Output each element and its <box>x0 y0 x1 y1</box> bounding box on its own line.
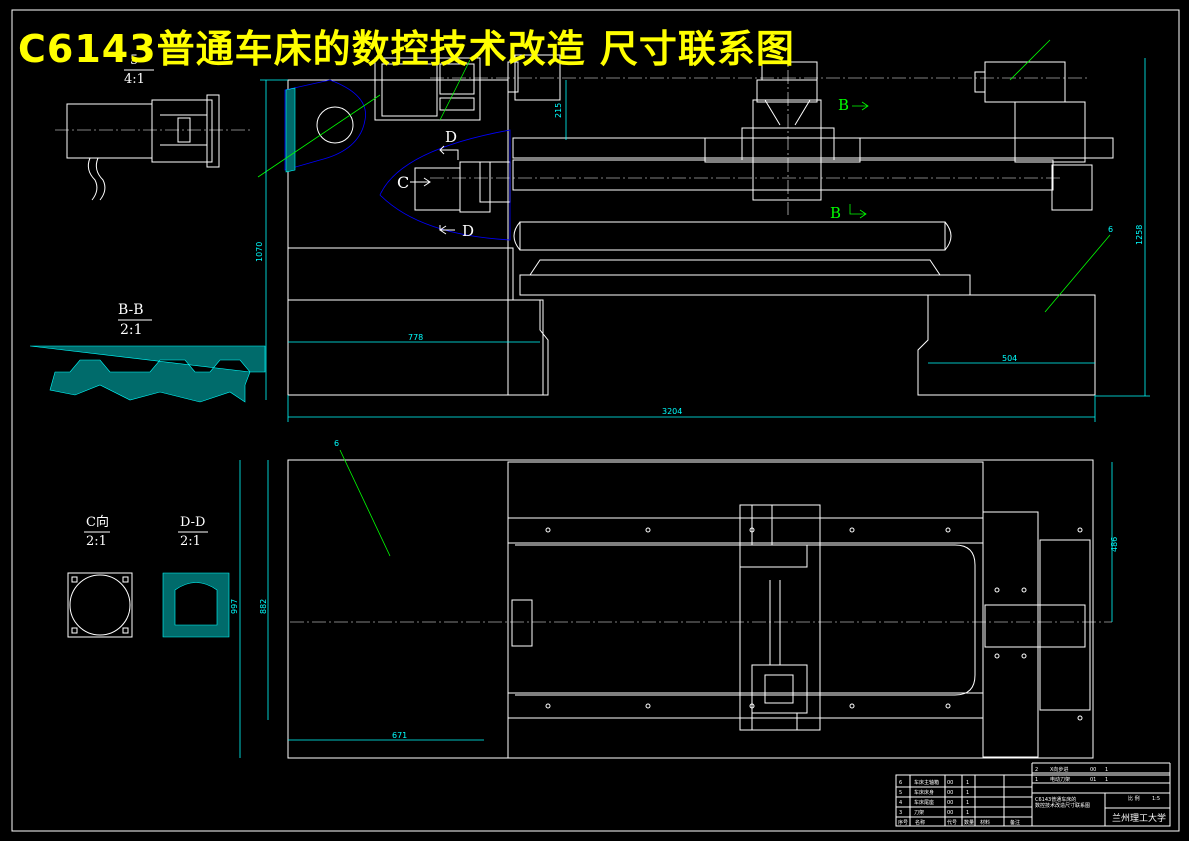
marker-b-top: B <box>838 96 849 114</box>
c-view-scale: 2:1 <box>86 534 107 549</box>
bb-section-label: B-B <box>118 302 144 318</box>
tb-scale-value: 1:5 <box>1152 796 1160 802</box>
part-6-label-front: 6 <box>1108 225 1113 234</box>
tb-header-mat: 材料 <box>980 819 990 826</box>
marker-d-bottom: D <box>462 222 474 240</box>
tb-header-code: 代号 <box>947 819 957 826</box>
tb-right-row-cell: X向步进 <box>1050 766 1068 773</box>
front-dimensions: 215 1070 778 504 1258 3204 <box>255 58 1150 422</box>
bb-section-shape <box>29 345 266 403</box>
tb-school: 兰州理工大学 <box>1112 812 1166 824</box>
tb-row-cell: 1 <box>966 800 969 806</box>
dim-778: 778 <box>408 333 423 342</box>
plan-bolt-holes <box>545 527 1083 721</box>
tb-row-cell: 00 <box>947 790 953 796</box>
marker-b-bottom: B <box>830 204 841 222</box>
marker-d-top: D <box>445 128 457 146</box>
tb-row-cell: 4 <box>899 800 902 806</box>
c-view-label: C向 <box>86 514 109 530</box>
tb-right-row-cell: 1 <box>1035 777 1038 783</box>
dim-215: 215 <box>554 103 563 118</box>
dim-997: 997 <box>230 599 239 614</box>
tb-row-cell: 5 <box>899 790 902 796</box>
dim-671: 671 <box>392 731 407 740</box>
drawing-frame <box>11 9 1180 832</box>
tb-row-cell: 1 <box>966 810 969 816</box>
gear-cover-hatch <box>285 87 296 173</box>
top-detail-scale: 4:1 <box>124 72 145 87</box>
marker-c: C <box>397 173 409 192</box>
tb-row-cell: 00 <box>947 800 953 806</box>
part-6-label-plan: 6 <box>334 439 339 448</box>
tb-row-cell: 1 <box>966 780 969 786</box>
dd-section-label: D-D <box>180 515 205 530</box>
tb-right-row-cell: 1 <box>1105 767 1108 773</box>
tb-row-cell: 6 <box>899 780 902 786</box>
lathe-front-view <box>287 48 1114 396</box>
tb-right-row-cell: 01 <box>1090 777 1096 783</box>
title-block-frame <box>895 762 1171 827</box>
tb-row-cell: 车床主轴箱 <box>914 779 939 786</box>
tb-row-cell: 车床床身 <box>914 789 934 796</box>
dim-882: 882 <box>259 599 268 614</box>
tb-header-no: 序号 <box>898 819 908 826</box>
tb-header-qty: 数量 <box>964 819 974 826</box>
tb-row-cell: 刀架 <box>914 810 924 816</box>
dd-section-scale: 2:1 <box>180 534 201 549</box>
belt-cover-outline <box>379 129 511 241</box>
tb-right-row-cell: 00 <box>1090 767 1096 773</box>
tb-header-name: 名称 <box>915 819 925 826</box>
dim-1070: 1070 <box>255 242 264 262</box>
tb-right-row-cell: 1 <box>1105 777 1108 783</box>
gear-cover-outline <box>284 79 366 171</box>
lathe-plan-view <box>287 459 1112 759</box>
top-detail-number: 5 <box>130 53 138 68</box>
plan-dimensions: 486 997 882 671 <box>230 460 1119 758</box>
tb-drawing-name-1: C6143普通车床的 <box>1035 796 1076 803</box>
dim-3204: 3204 <box>662 407 682 416</box>
tb-drawing-name-2: 数控技术改造尺寸联系图 <box>1035 802 1090 809</box>
tb-right-row-cell: 电动刀架 <box>1050 776 1070 783</box>
tb-scale-label: 比 例 <box>1128 795 1140 802</box>
part-6-leader-plan <box>339 449 391 557</box>
tb-row-cell: 车床尾座 <box>914 799 934 806</box>
dim-486: 486 <box>1110 537 1119 552</box>
dd-section-shape <box>162 572 230 638</box>
tb-row-cell: 3 <box>899 810 902 816</box>
bb-section-scale: 2:1 <box>120 322 143 338</box>
c-view-drawing <box>67 572 133 638</box>
dim-1258: 1258 <box>1135 225 1144 245</box>
gear-circle <box>316 106 354 144</box>
tb-row-cell: 00 <box>947 810 953 816</box>
drawing-title: C6143普通车床的数控技术改造 尺寸联系图 <box>18 27 795 71</box>
tb-row-cell: 1 <box>966 790 969 796</box>
tb-header-note: 备注 <box>1010 819 1020 826</box>
tb-row-cell: 00 <box>947 780 953 786</box>
dim-504: 504 <box>1002 354 1017 363</box>
tb-right-row-cell: 2 <box>1035 767 1038 773</box>
motor-detail-view <box>55 94 250 201</box>
